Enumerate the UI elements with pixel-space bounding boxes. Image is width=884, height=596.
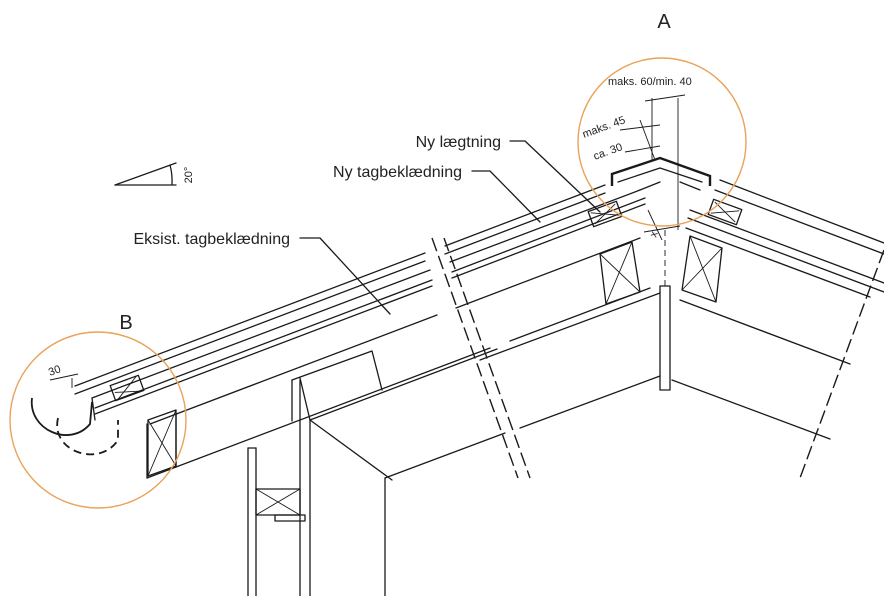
dim-max-min-label: maks. 60/min. 40 <box>608 76 692 88</box>
gutter <box>31 373 119 456</box>
callout-leaders <box>299 140 601 315</box>
slope-angle-label: 20° <box>183 167 195 184</box>
detail-b-letter: B <box>119 312 132 334</box>
dim-x-label: x <box>648 229 661 239</box>
callout-existing-roofing: Eksist. tagbeklædning <box>133 231 290 248</box>
break-lines <box>431 237 884 479</box>
interior-structure <box>247 292 661 596</box>
ridge-detail <box>587 94 712 391</box>
dim-approx-label: ca. 30 <box>592 141 624 163</box>
dim-max-label: maks. 45 <box>581 114 627 141</box>
callout-new-battens: Ny lægtning <box>416 134 501 151</box>
detail-a-letter: A <box>657 11 671 33</box>
dim-overhang-label: 30 <box>47 363 63 378</box>
right-roof-slope <box>671 179 884 440</box>
callout-new-roofing: Ny tagbeklædning <box>333 164 462 181</box>
slope-indicator: 20° <box>114 162 195 186</box>
detail-circle-b <box>9 331 187 509</box>
detail-circle-a <box>577 57 747 227</box>
left-roof-slope <box>74 184 651 479</box>
